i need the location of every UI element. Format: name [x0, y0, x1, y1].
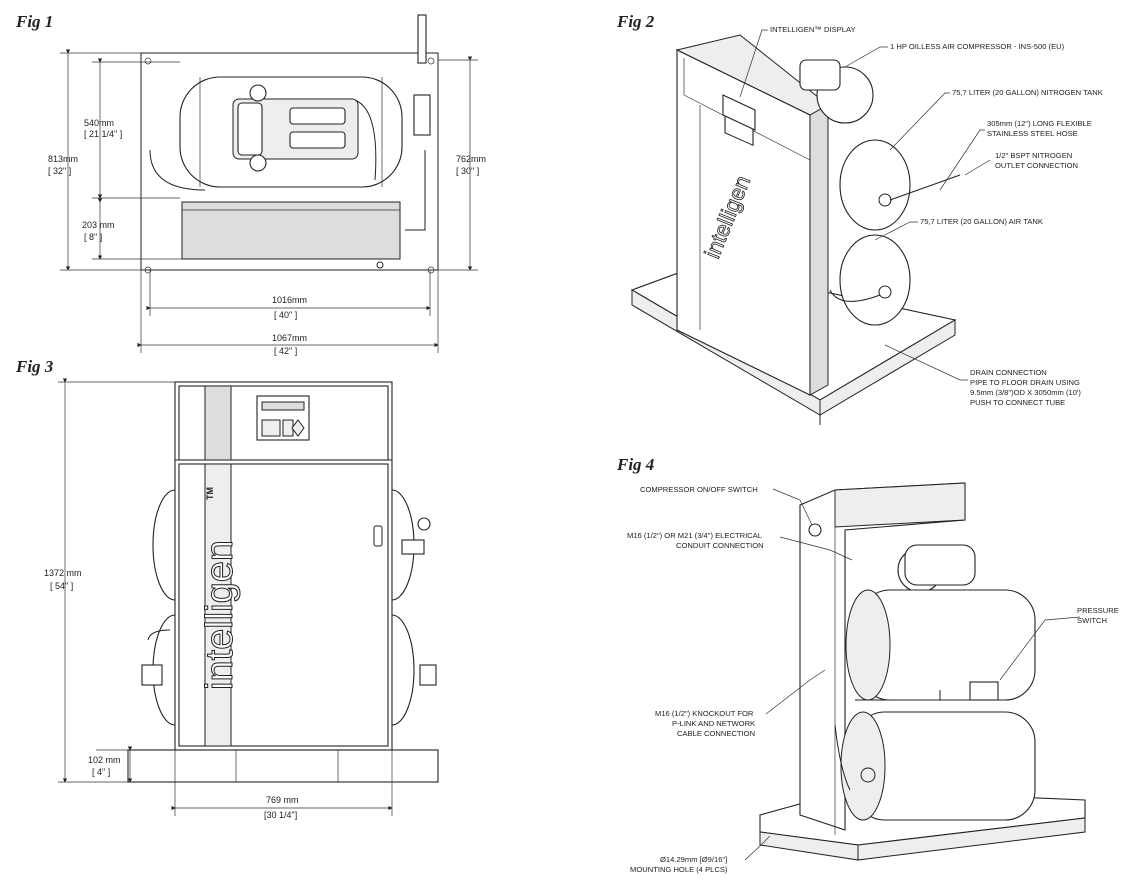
- dim-540-inch: [ 21 1/4" ]: [84, 129, 122, 139]
- callout-conduit-2: CONDUIT CONNECTION: [676, 541, 764, 550]
- callout-drain-2: PIPE TO FLOOR DRAIN USING: [970, 378, 1080, 387]
- dim-203-inch: [ 8" ]: [84, 232, 102, 242]
- leader-air-tank: [874, 221, 918, 241]
- fig4-title: Fig 4: [617, 455, 655, 474]
- leader-pressure: [999, 616, 1081, 681]
- callout-conduit-1: M16 (1/2") OR M21 (3/4") ELECTRICAL: [627, 531, 762, 540]
- leader-mount: [744, 835, 771, 861]
- dim-762: 762mm: [456, 154, 486, 164]
- callout-knockout-2: P-LINK AND NETWORK: [672, 719, 755, 728]
- fig1-baseplate: [140, 52, 439, 271]
- callout-outlet-2: OUTLET CONNECTION: [995, 161, 1078, 170]
- fig2-drawing: [630, 29, 991, 425]
- fig4-pressure-switch: [969, 681, 999, 701]
- fig1-title: Fig 1: [16, 12, 54, 31]
- fig3-brand-logo: intelligen: [199, 540, 241, 690]
- fig1-cabinet: [181, 201, 401, 260]
- callout-drain-3: 9.5mm (3/8")OD X 3050mm (10'): [970, 388, 1081, 397]
- dim-540: 540mm: [84, 118, 114, 128]
- dim-769-inch: [30 1/4"]: [264, 810, 297, 820]
- fig4-drawing: [744, 482, 1086, 861]
- leader-display: [739, 29, 768, 98]
- fig3-title: Fig 3: [16, 357, 54, 376]
- callout-pressure-2: SWITCH: [1077, 616, 1107, 625]
- leader-drain: [884, 344, 968, 381]
- callout-air-tank: 75,7 LITER (20 GALLON) AIR TANK: [920, 217, 1043, 226]
- callout-hose-2: STAINLESS STEEL HOSE: [987, 129, 1078, 138]
- leader-compressor: [844, 46, 888, 68]
- fig2-air-tank: [839, 234, 911, 326]
- leader-conduit: [779, 536, 853, 561]
- fig3-base: [127, 749, 439, 783]
- callout-drain-1: DRAIN CONNECTION: [970, 368, 1047, 377]
- fig2-nitrogen-tank: [839, 139, 911, 231]
- dim-1016: 1016mm: [272, 295, 307, 305]
- callout-drain-4: PUSH TO CONNECT TUBE: [970, 398, 1065, 407]
- fig3-trademark: TM: [205, 487, 215, 500]
- dim-813-inch: [ 32" ]: [48, 166, 71, 176]
- dim-102: 102 mm: [88, 755, 121, 765]
- dim-1067: 1067mm: [272, 333, 307, 343]
- dim-102-inch: [ 4" ]: [92, 767, 110, 777]
- dim-813: 813mm: [48, 154, 78, 164]
- dim-1372: 1372 mm: [44, 568, 82, 578]
- fig3-drawing: [58, 378, 439, 816]
- callout-knockout-3: CABLE CONNECTION: [677, 729, 755, 738]
- fig4-onoff-switch: [808, 523, 822, 537]
- callout-mount-1: Ø14.29mm [Ø9/16"]: [660, 855, 727, 864]
- dim-1372-inch: [ 54" ]: [50, 581, 73, 591]
- callout-mount-2: MOUNTING HOLE (4 PLCS): [630, 865, 728, 874]
- callout-outlet-1: 1/2" BSPT NITROGEN: [995, 151, 1072, 160]
- leader-hose: [939, 129, 985, 191]
- callout-display: INTELLIGEN™ DISPLAY: [770, 25, 856, 34]
- dim-1067-inch: [ 42" ]: [274, 346, 297, 356]
- callout-knockout-1: M16 (1/2") KNOCKOUT FOR: [655, 709, 754, 718]
- callout-pressure-1: PRESSURE: [1077, 606, 1119, 615]
- dim-762-inch: [ 30" ]: [456, 166, 479, 176]
- callout-nitrogen-tank: 75,7 LITER (20 GALLON) NITROGEN TANK: [952, 88, 1103, 97]
- callout-onoff-switch: COMPRESSOR ON/OFF SWITCH: [640, 485, 758, 494]
- fig2-display: [722, 94, 756, 131]
- leader-n2-tank: [889, 92, 950, 151]
- callout-compressor: 1 HP OILLESS AIR COMPRESSOR - INS-500 (E…: [890, 42, 1065, 51]
- dim-769: 769 mm: [266, 795, 299, 805]
- leader-switch: [772, 488, 813, 526]
- callout-hose-1: 305mm (12") LONG FLEXIBLE: [987, 119, 1092, 128]
- fig1-drawing: [60, 14, 478, 353]
- leader-outlet: [964, 159, 991, 176]
- fig2-title: Fig 2: [617, 12, 655, 31]
- dim-1016-inch: [ 40" ]: [274, 310, 297, 320]
- dim-203: 203 mm: [82, 220, 115, 230]
- leader-knockout: [765, 669, 826, 715]
